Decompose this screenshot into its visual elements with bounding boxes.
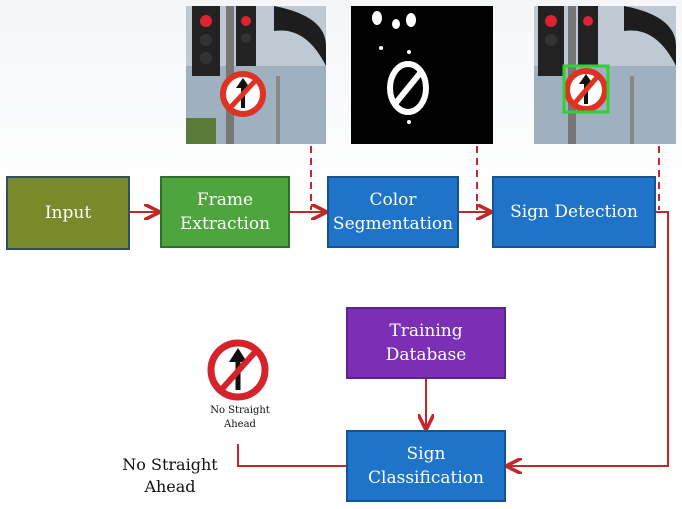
sign-caption-1: No Straight: [210, 405, 270, 416]
no-straight-ahead-sign: No Straight Ahead: [200, 334, 280, 444]
frame-label-2: Extraction: [179, 214, 271, 234]
color-label-2: Segmentation: [332, 214, 454, 234]
traffic-light-photo: [186, 6, 326, 144]
detection-photo: [534, 6, 676, 144]
frame-extraction-box: Frame Extraction: [160, 176, 290, 248]
color-label-1: Color: [369, 190, 417, 210]
sign-detection-box: Sign Detection: [492, 176, 656, 248]
training-database-box: Training Database: [346, 307, 506, 379]
class-label-2: Classification: [368, 468, 484, 488]
arrow-detect-class: [508, 211, 669, 466]
no-straight-sign-icon: [207, 339, 269, 401]
detection-label: Sign Detection: [510, 202, 638, 222]
output-line-1: No Straight: [122, 455, 218, 474]
frame-label-1: Frame: [196, 190, 254, 210]
sign-classification-box: Sign Classification: [346, 430, 506, 502]
color-segmentation-box: Color Segmentation: [327, 176, 459, 248]
segmentation-mask: [351, 6, 493, 144]
class-label-1: Sign: [406, 444, 446, 464]
input-box: Input: [6, 176, 130, 250]
output-line-2: Ahead: [144, 477, 196, 496]
output-label: No Straight Ahead: [112, 454, 228, 498]
arrow-class-output: [237, 444, 346, 467]
sign-caption-2: Ahead: [224, 419, 256, 430]
training-label: Training Database: [385, 321, 467, 365]
input-label: Input: [44, 203, 92, 223]
